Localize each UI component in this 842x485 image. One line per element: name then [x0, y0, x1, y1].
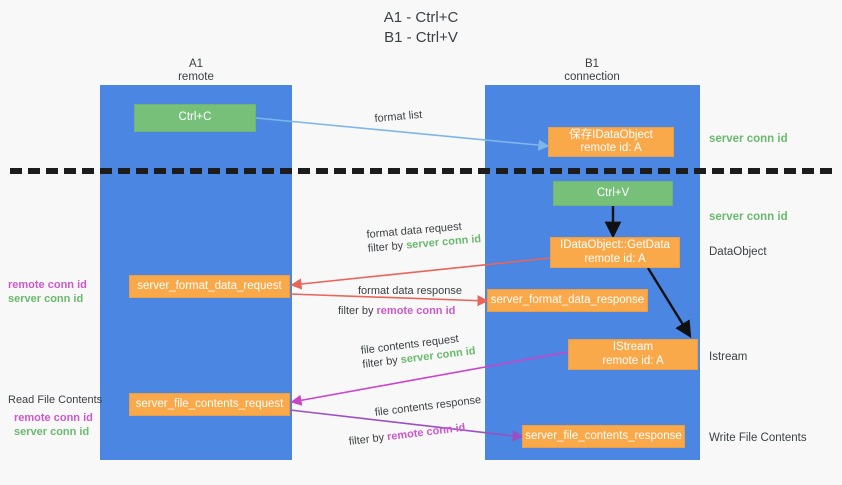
filter-prefix: filter by: [361, 354, 402, 371]
node-ctrl-v-label: Ctrl+V: [596, 186, 630, 199]
left-remote-conn-id-1: remote conn id: [8, 279, 87, 291]
lane-header-b1: B1 connection: [512, 58, 672, 84]
node-idataobject-getdata[interactable]: IDataObject::GetData remote id: A: [550, 237, 680, 268]
filter-value-remote-conn-id: remote conn id: [386, 421, 467, 444]
right-server-conn-id-2-text: server conn id: [709, 211, 788, 223]
title-line-1: A1 - Ctrl+C: [383, 9, 459, 26]
edge-label-format-data-response-filter: filter by remote conn id: [338, 304, 455, 318]
left-server-conn-id-2: server conn id: [14, 426, 90, 438]
left-annotation-read-file-contents: Read File Contents: [8, 393, 102, 407]
title-line-2: B1 - Ctrl+V: [384, 29, 458, 46]
edge-label-format-data-response: format data response: [358, 284, 462, 298]
lane-header-a1-sub: remote: [178, 71, 214, 83]
node-idataobject-line1: 保存IDataObject: [569, 128, 653, 141]
right-write-file-contents-text: Write File Contents: [709, 432, 807, 444]
filter-prefix: filter by: [348, 431, 388, 448]
left-server-conn-id-1: server conn id: [8, 293, 84, 305]
lane-header-a1: A1 remote: [116, 58, 276, 84]
node-idataobject-line2: remote id: A: [580, 142, 642, 154]
edge-label-format-list: format list: [374, 108, 423, 126]
right-annotation-server-conn-id-2: server conn id: [709, 210, 788, 224]
node-ctrl-c-label: Ctrl+C: [178, 111, 212, 124]
left-annotation-conn-pair-2: remote conn id server conn id: [14, 411, 93, 439]
right-data-object-text: DataObject: [709, 246, 767, 258]
node-idataobject-remote[interactable]: 保存IDataObject remote id: A: [548, 127, 674, 157]
node-server-file-contents-request[interactable]: server_file_contents_request: [129, 393, 290, 416]
node-ctrl-c[interactable]: Ctrl+C: [134, 104, 256, 132]
edge-label-file-contents-response: file contents response: [374, 393, 482, 420]
node-server-file-contents-response-label: server_file_contents_response: [525, 429, 682, 442]
right-istream-text: Istream: [709, 351, 748, 363]
edge-label-file-contents-response-text: file contents response: [374, 393, 482, 419]
node-server-file-contents-request-label: server_file_contents_request: [135, 397, 284, 410]
lane-header-b1-sub: connection: [564, 71, 620, 83]
lane-header-b1-name: B1: [584, 58, 600, 70]
edge-label-file-contents-request: file contents request filter by server c…: [360, 330, 476, 372]
node-istream-line2: remote id: A: [602, 354, 664, 367]
node-server-format-data-response[interactable]: server_format_data_response: [487, 289, 648, 312]
page-title: A1 - Ctrl+C B1 - Ctrl+V: [0, 8, 842, 48]
edge-label-format-data-response-text: format data response: [358, 285, 462, 297]
node-server-format-data-request[interactable]: server_format_data_request: [129, 275, 290, 298]
right-annotation-server-conn-id-1: server conn id: [709, 132, 788, 146]
node-server-format-data-request-label: server_format_data_request: [137, 279, 282, 292]
filter-value-remote-conn-id: remote conn id: [376, 305, 456, 317]
filter-prefix: filter by: [338, 305, 377, 317]
right-annotation-write-file-contents: Write File Contents: [709, 431, 807, 445]
filter-prefix: filter by: [367, 239, 407, 255]
node-getdata-line1: IDataObject::GetData: [560, 239, 670, 251]
phase-divider: [10, 168, 832, 174]
left-read-file-contents-text: Read File Contents: [8, 394, 103, 406]
right-annotation-data-object: DataObject: [709, 245, 767, 259]
lane-header-a1-name: A1: [188, 58, 204, 70]
edge-label-file-contents-response-filter: filter by remote conn id: [348, 421, 466, 449]
node-istream[interactable]: IStream remote id: A: [568, 339, 698, 370]
node-istream-line1: IStream: [612, 341, 654, 353]
right-server-conn-id-1-text: server conn id: [709, 133, 788, 145]
node-ctrl-v[interactable]: Ctrl+V: [553, 181, 673, 206]
node-getdata-line2: remote id: A: [584, 252, 646, 265]
node-server-file-contents-response[interactable]: server_file_contents_response: [522, 425, 685, 448]
left-remote-conn-id-2: remote conn id: [14, 412, 93, 424]
edge-label-format-list-text: format list: [374, 108, 423, 125]
edge-label-format-data-request: format data request filter by server con…: [366, 218, 482, 256]
left-annotation-conn-pair-1: remote conn id server conn id: [8, 278, 87, 306]
node-server-format-data-response-label: server_format_data_response: [490, 293, 645, 306]
right-annotation-istream: Istream: [709, 350, 747, 364]
